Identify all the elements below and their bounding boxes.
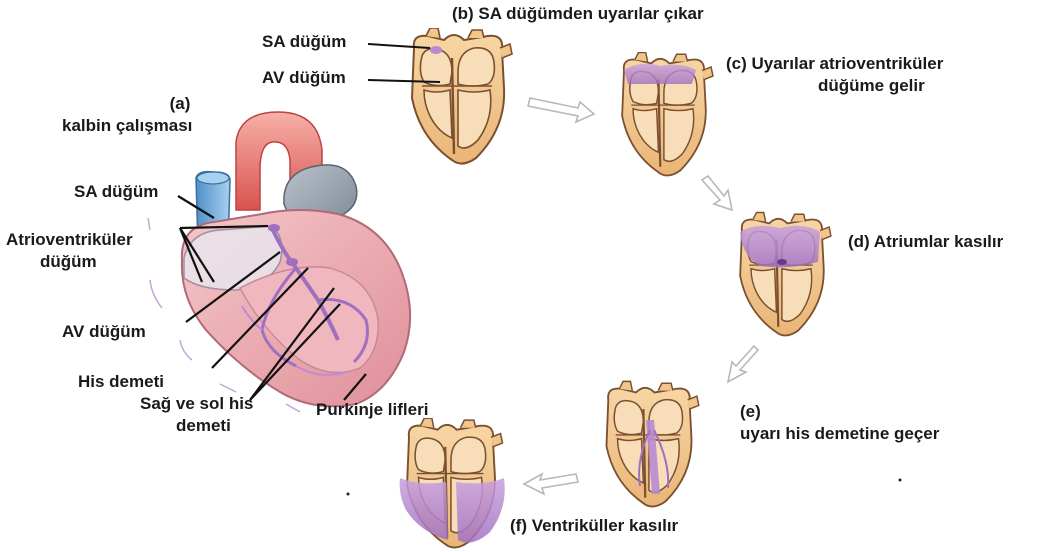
heart-step-e bbox=[606, 381, 698, 506]
label-atrioventricular-node: düğüm bbox=[40, 252, 97, 272]
label-step-e-letter: (e) bbox=[740, 402, 761, 422]
label-bundle-branches-2: demeti bbox=[176, 416, 231, 436]
heart-step-c bbox=[622, 52, 713, 175]
label-purkinje: Purkinje lifleri bbox=[316, 400, 428, 420]
label-bundle-branches: Sağ ve sol his bbox=[140, 394, 253, 414]
heart-step-d bbox=[740, 212, 831, 335]
arrow-e-to-f bbox=[524, 474, 578, 494]
heart-step-f bbox=[400, 418, 505, 547]
label-step-b: (b) SA düğümden uyarılar çıkar bbox=[452, 4, 704, 24]
arrow-d-to-e bbox=[728, 346, 758, 382]
main-heart-title: kalbin çalışması bbox=[62, 116, 192, 136]
label-step-c-line1: (c) Uyarılar atrioventriküler bbox=[726, 54, 943, 74]
label-step-c-line2: düğüme gelir bbox=[818, 76, 925, 96]
label-av-node: AV düğüm bbox=[62, 322, 146, 342]
arrow-c-to-d bbox=[702, 176, 732, 210]
main-heart-letter: (a) bbox=[140, 94, 220, 114]
label-sa-node: SA düğüm bbox=[74, 182, 158, 202]
av-node-marker bbox=[286, 258, 298, 266]
label-step-e-text: uyarı his demetine geçer bbox=[740, 424, 939, 444]
main-heart-illustration bbox=[148, 112, 410, 412]
label-step-f: (f) Ventriküller kasılır bbox=[510, 516, 678, 536]
label-step-b-av: AV düğüm bbox=[262, 68, 346, 88]
label-step-d: (d) Atriumlar kasılır bbox=[848, 232, 1003, 252]
label-his-bundle: His demeti bbox=[78, 372, 164, 392]
arrow-b-to-c bbox=[528, 98, 594, 122]
label-atrioventricular: Atrioventriküler bbox=[6, 230, 133, 250]
label-step-b-sa: SA düğüm bbox=[262, 32, 346, 52]
sa-node-marker bbox=[268, 224, 280, 232]
